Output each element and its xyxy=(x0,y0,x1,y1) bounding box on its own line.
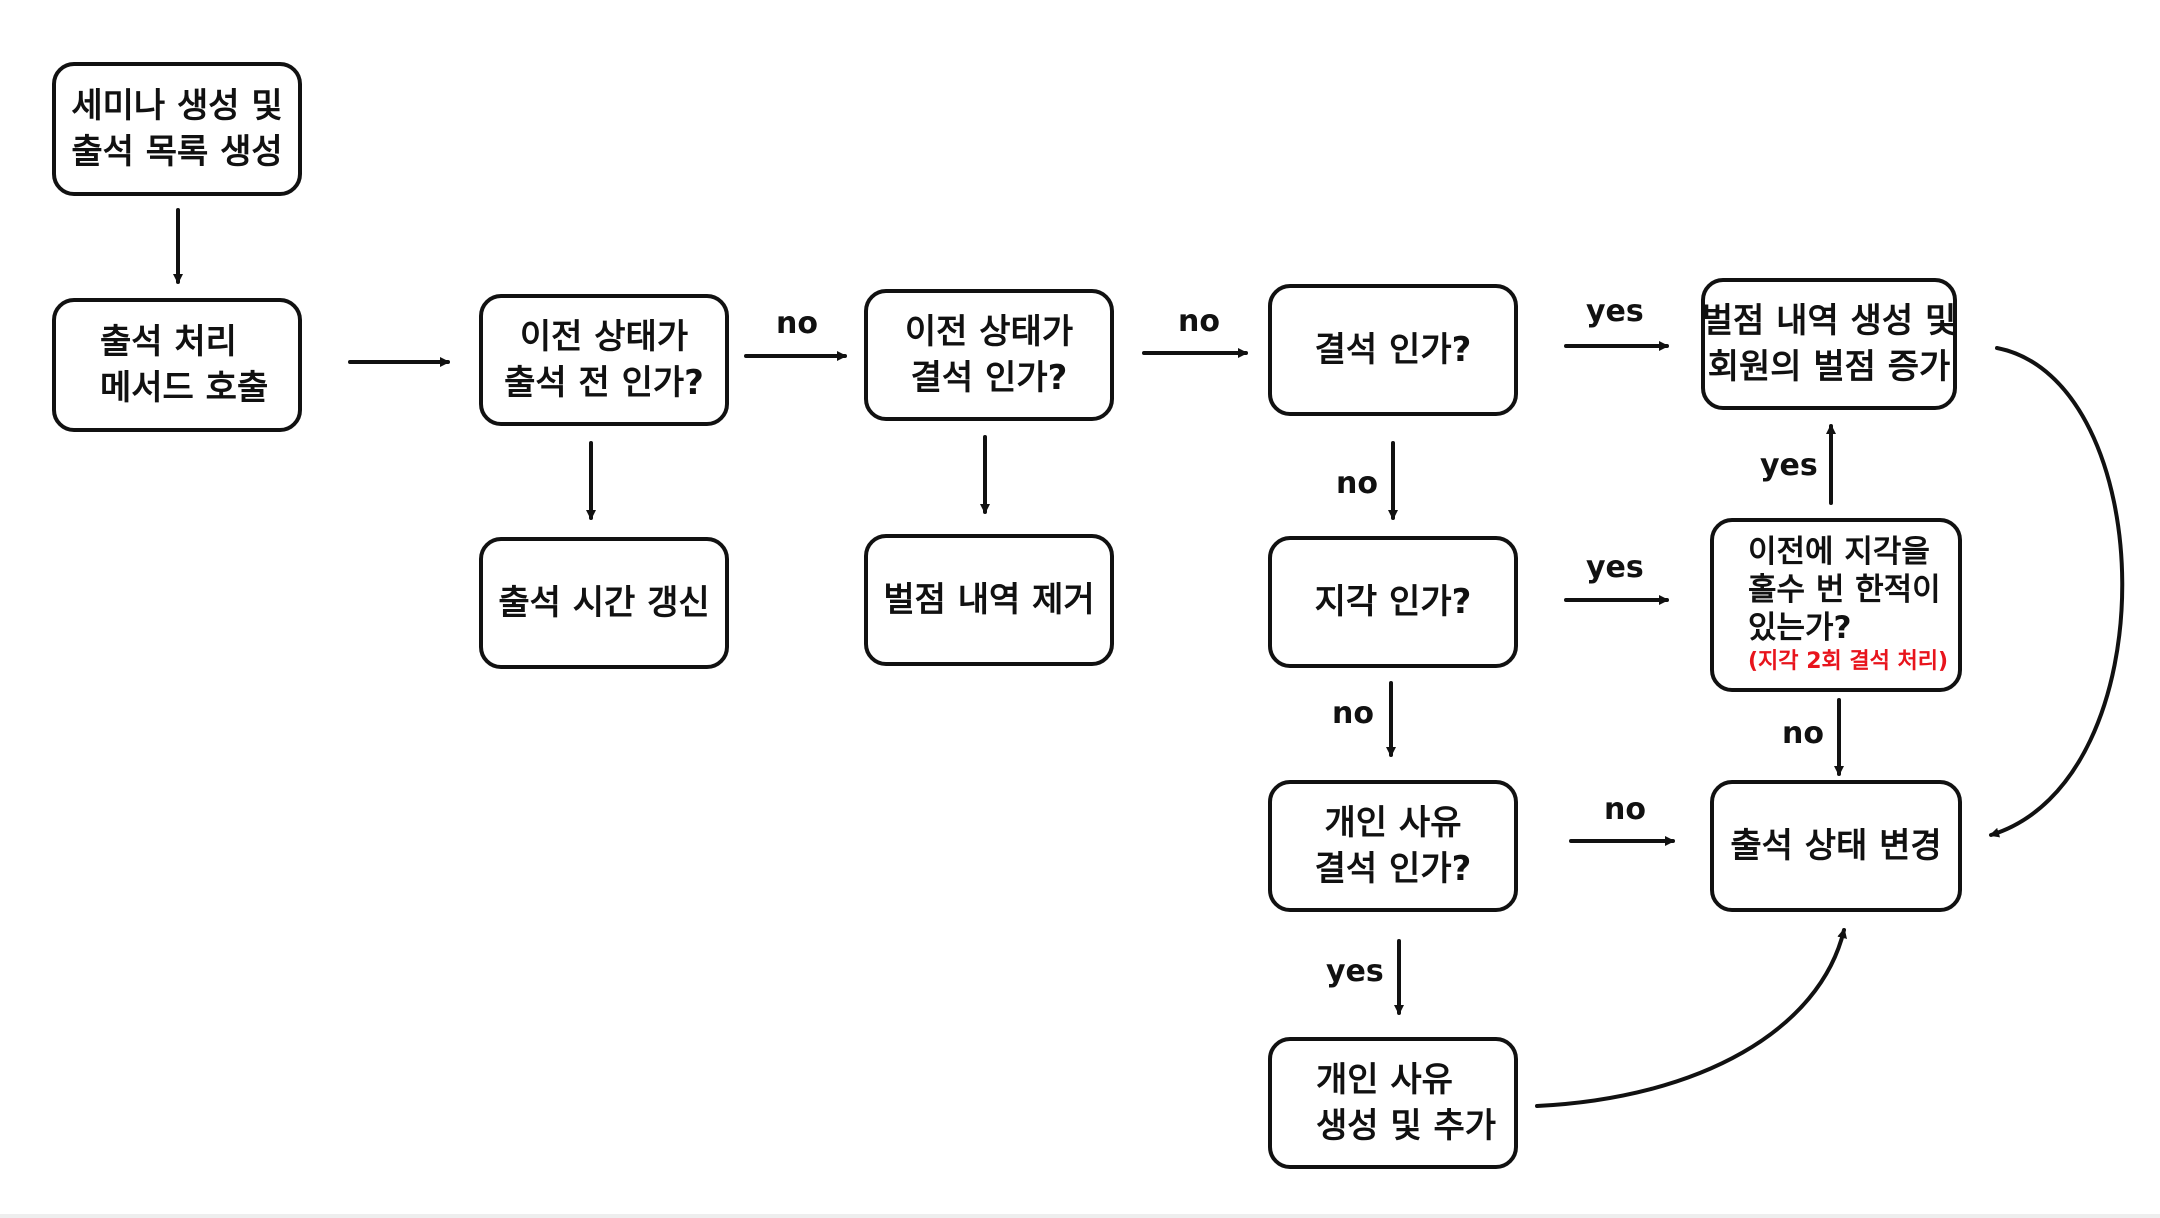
arrow-reason-to-change-curve xyxy=(1535,928,1847,1108)
edge-label-yes: yes xyxy=(1586,294,1644,329)
node-text: 출석 전 인가? xyxy=(504,363,704,403)
node-change-status: 출석 상태 변경 xyxy=(1710,780,1962,912)
edge-label-yes: yes xyxy=(1760,448,1818,483)
node-q-late: 지각 인가? xyxy=(1268,536,1518,668)
node-text: 이전에 지각을 xyxy=(1748,534,1930,570)
bottom-divider xyxy=(0,1214,2160,1218)
node-text: 벌점 내역 제거 xyxy=(883,580,1095,620)
node-text: 결석 인가? xyxy=(1314,330,1472,370)
node-q-late-odd: 이전에 지각을 홀수 번 한적이 있는가? (지각 2회 결석 처리) xyxy=(1710,518,1962,692)
edge-label-yes: yes xyxy=(1586,550,1644,585)
node-text: 회원의 벌점 증가 xyxy=(1707,347,1951,387)
node-text: 지각 인가? xyxy=(1314,582,1472,622)
edge-label-no: no xyxy=(1604,792,1646,827)
node-text: 세미나 생성 및 xyxy=(71,86,283,126)
edge-label-no: no xyxy=(1178,304,1220,339)
node-q-prev-absent: 이전 상태가 결석 인가? xyxy=(864,289,1114,421)
node-text: 개인 사유 xyxy=(1324,803,1462,843)
node-text: 메서드 호출 xyxy=(100,368,269,408)
node-text: 홀수 번 한적이 xyxy=(1748,572,1941,608)
edge-label-no: no xyxy=(1782,716,1824,751)
edge-label-no: no xyxy=(1332,696,1374,731)
node-q-absent: 결석 인가? xyxy=(1268,284,1518,416)
arrow-penalty-to-change-curve xyxy=(1989,346,2125,838)
node-text: 개인 사유 xyxy=(1316,1060,1453,1100)
node-create-seminar: 세미나 생성 및 출석 목록 생성 xyxy=(52,62,302,196)
node-q-personal-reason: 개인 사유 결석 인가? xyxy=(1268,780,1518,912)
node-q-before-attendance: 이전 상태가 출석 전 인가? xyxy=(479,294,729,426)
node-text: 이전 상태가 xyxy=(904,312,1074,352)
node-add-reason: 개인 사유 생성 및 추가 xyxy=(1268,1037,1518,1169)
node-text: 출석 상태 변경 xyxy=(1730,826,1942,866)
node-remove-penalty: 벌점 내역 제거 xyxy=(864,534,1114,666)
node-text: 결석 인가? xyxy=(910,358,1068,398)
node-update-time: 출석 시간 갱신 xyxy=(479,537,729,669)
node-note: (지각 2회 결석 처리) xyxy=(1748,649,1949,674)
node-text: 벌점 내역 생성 및 xyxy=(1701,301,1957,341)
edge-label-no: no xyxy=(1336,466,1378,501)
node-process-attendance: 출석 처리 메서드 호출 xyxy=(52,298,302,432)
node-text: 이전 상태가 xyxy=(519,317,689,357)
node-text: 생성 및 추가 xyxy=(1316,1106,1497,1146)
node-text: 있는가? xyxy=(1748,610,1852,646)
edge-label-no: no xyxy=(776,306,818,341)
node-text: 출석 처리 xyxy=(100,322,237,362)
node-text: 결석 인가? xyxy=(1314,849,1472,889)
edge-label-yes: yes xyxy=(1326,954,1384,989)
node-text: 출석 시간 갱신 xyxy=(498,583,710,623)
node-add-penalty: 벌점 내역 생성 및 회원의 벌점 증가 xyxy=(1701,278,1957,410)
node-text: 출석 목록 생성 xyxy=(71,132,283,172)
